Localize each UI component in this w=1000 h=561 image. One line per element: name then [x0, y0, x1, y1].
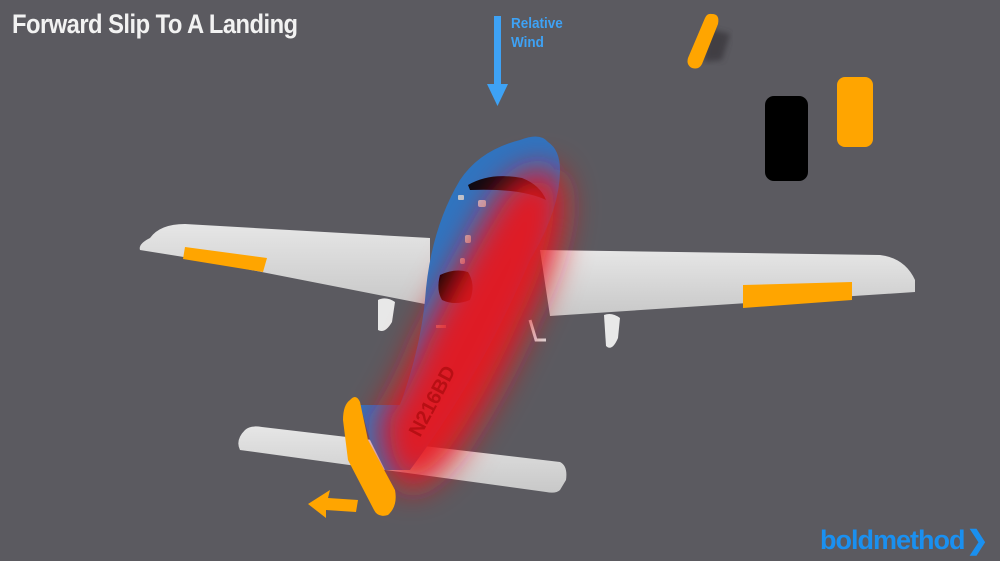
- right-aileron: [743, 282, 852, 308]
- relative-wind-arrow-icon: [487, 16, 508, 106]
- left-rudder-pedal-icon: [765, 96, 808, 181]
- slip-airflow-highlight: [378, 168, 565, 491]
- rudder-direction-arrow-icon: [308, 490, 358, 518]
- right-wing: [528, 250, 915, 348]
- relative-wind-line1: Relative: [511, 15, 563, 32]
- brand-name: boldmethod: [820, 525, 965, 555]
- relative-wind-label: Relative Wind: [511, 14, 563, 52]
- brand-logo[interactable]: boldmethod❯: [820, 525, 988, 556]
- left-aileron: [183, 247, 267, 272]
- relative-wind-line2: Wind: [511, 34, 544, 51]
- yoke-icon: [687, 13, 730, 69]
- rudder: [343, 396, 396, 516]
- page-title: Forward Slip To A Landing: [12, 9, 298, 39]
- right-rudder-pedal-icon: [837, 77, 873, 147]
- chevron-right-icon: ❯: [966, 525, 988, 555]
- left-wing: [139, 224, 430, 331]
